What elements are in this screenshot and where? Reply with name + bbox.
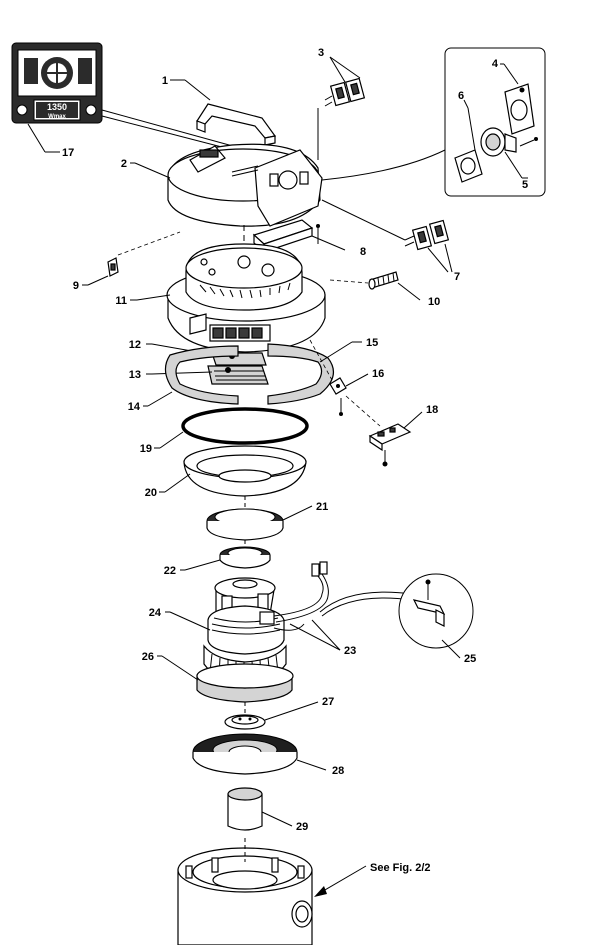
part-18-circuit-board xyxy=(368,423,412,467)
part-27-washer xyxy=(224,714,266,730)
part-23-wiring xyxy=(273,561,413,631)
part-1-handle xyxy=(196,103,277,146)
part-10-screw xyxy=(368,271,399,290)
label-12: 12 xyxy=(129,339,141,351)
label-26: 26 xyxy=(142,651,154,663)
label-20: 20 xyxy=(145,487,157,499)
label-15: 15 xyxy=(366,337,378,349)
label-11: 11 xyxy=(115,295,127,307)
part-28-gasket xyxy=(192,733,298,775)
part-17-decal: 1350 Wmax xyxy=(11,42,103,124)
label-5: 5 xyxy=(522,179,528,191)
label-27: 27 xyxy=(322,696,334,708)
part-6-gasket-frame xyxy=(454,149,483,183)
label-4: 4 xyxy=(492,58,499,70)
part-7-switch xyxy=(404,219,450,251)
label-7: 7 xyxy=(454,271,460,283)
label-16: 16 xyxy=(372,368,384,380)
part-19-o-ring xyxy=(181,407,309,445)
part-3-switch xyxy=(324,77,366,107)
part-15-band-right xyxy=(267,343,335,405)
label-22: 22 xyxy=(164,565,176,577)
part-5-socket xyxy=(480,127,538,157)
label-28: 28 xyxy=(332,765,344,777)
label-9: 9 xyxy=(73,280,79,292)
label-25: 25 xyxy=(464,653,476,665)
part-9-clip xyxy=(107,257,119,277)
label-13: 13 xyxy=(129,369,141,381)
part-16-clip xyxy=(329,377,347,416)
leader-17 xyxy=(27,123,46,153)
label-8: 8 xyxy=(360,246,366,258)
label-19: 19 xyxy=(140,443,152,455)
see-figure-reference: See Fig. 2/2 xyxy=(370,862,431,874)
label-23: 23 xyxy=(344,645,356,657)
label-10: 10 xyxy=(428,296,440,308)
label-24: 24 xyxy=(149,607,162,619)
part-14-band-left xyxy=(164,345,239,405)
part-2-motor-head-cover xyxy=(167,143,323,227)
label-2: 2 xyxy=(121,158,127,170)
part-11-motor-housing xyxy=(166,243,326,353)
part-4-socket-cover xyxy=(504,83,535,135)
part-13-filter xyxy=(207,365,269,385)
part-25-cable-clip xyxy=(412,579,446,627)
label-29: 29 xyxy=(296,821,308,833)
reference-arrow-icon xyxy=(314,886,327,897)
decal-power-unit: Wmax xyxy=(48,114,66,120)
label-17: 17 xyxy=(62,147,74,159)
part-26-spacer-ring xyxy=(196,663,294,703)
label-14: 14 xyxy=(128,401,141,413)
part-8-bracket xyxy=(252,219,320,254)
label-1: 1 xyxy=(162,75,168,87)
part-29-cylinder xyxy=(227,787,263,831)
part-22-ring xyxy=(219,546,271,569)
part-20-diffuser-dish xyxy=(183,445,307,497)
decal-power-value: 1350 xyxy=(47,102,67,112)
tank-top xyxy=(177,838,313,945)
label-3: 3 xyxy=(318,47,324,59)
part-21-seal xyxy=(206,508,284,541)
label-6: 6 xyxy=(458,90,464,102)
label-18: 18 xyxy=(426,404,438,416)
label-21: 21 xyxy=(316,501,328,513)
